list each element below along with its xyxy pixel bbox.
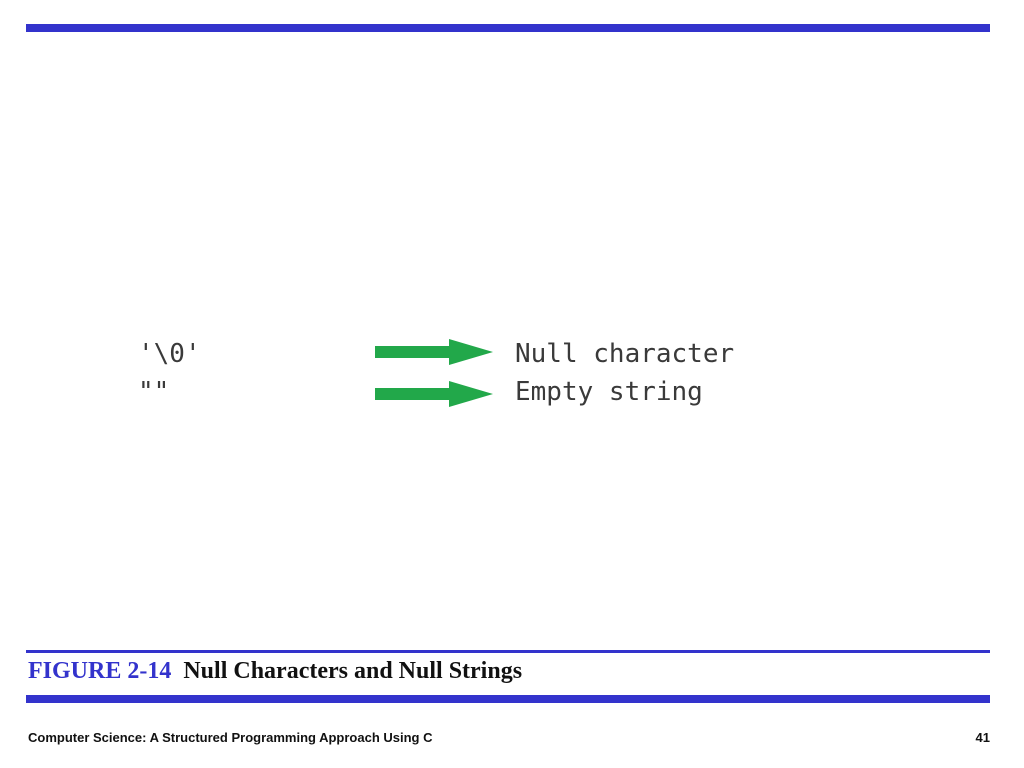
footer-book-title: Computer Science: A Structured Programmi… xyxy=(28,730,433,745)
null-char-literal: '\0' xyxy=(138,339,201,369)
figure-number: FIGURE 2-14 xyxy=(28,658,172,684)
figure-title: Null Characters and Null Strings xyxy=(183,658,523,684)
null-char-label: Null character xyxy=(515,339,735,369)
top-divider-bar xyxy=(26,24,990,32)
empty-string-label: Empty string xyxy=(515,377,703,407)
empty-string-literal: "" xyxy=(138,377,170,407)
right-arrow-icon xyxy=(375,381,493,407)
right-arrow-icon xyxy=(375,339,493,365)
figure-caption: FIGURE 2-14 Null Characters and Null Stri… xyxy=(28,657,522,686)
caption-top-divider xyxy=(26,650,990,653)
caption-bottom-divider xyxy=(26,695,990,703)
footer-page-number: 41 xyxy=(975,730,990,745)
